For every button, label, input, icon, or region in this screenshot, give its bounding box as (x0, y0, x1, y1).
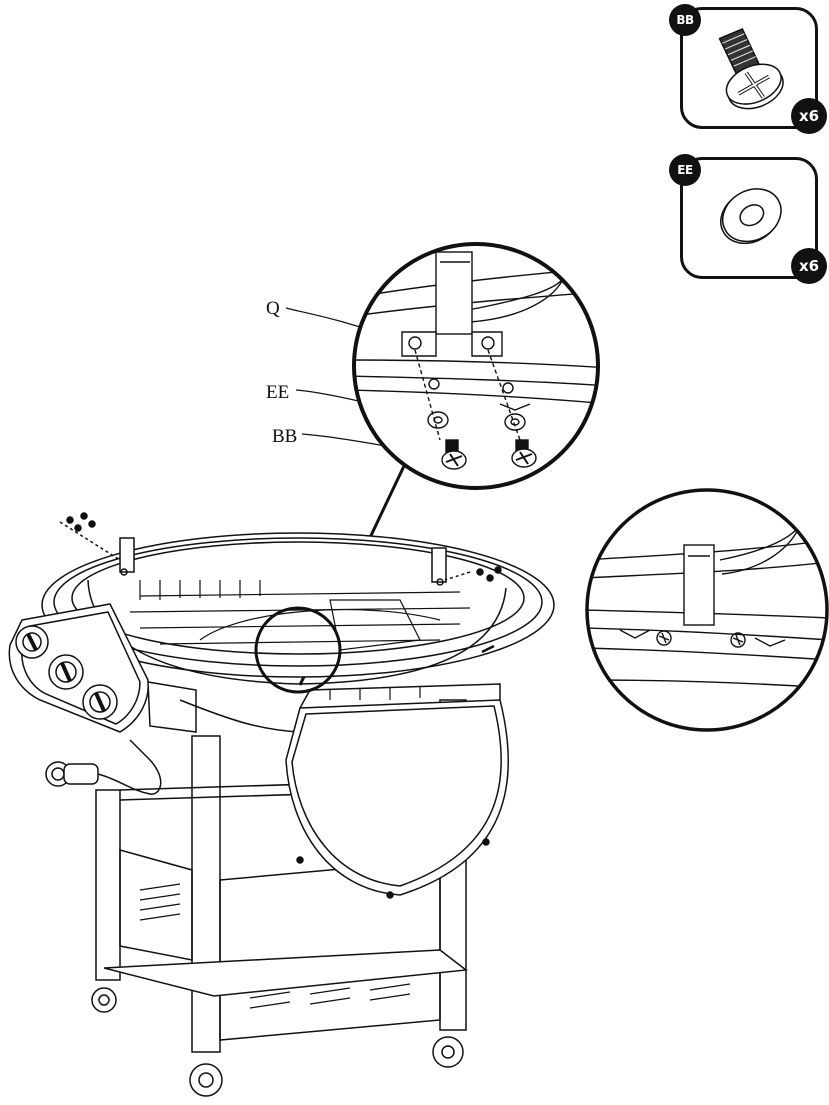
grill-body (9, 513, 554, 1096)
top-detail-view (340, 244, 610, 488)
right-detail-view (585, 490, 829, 730)
